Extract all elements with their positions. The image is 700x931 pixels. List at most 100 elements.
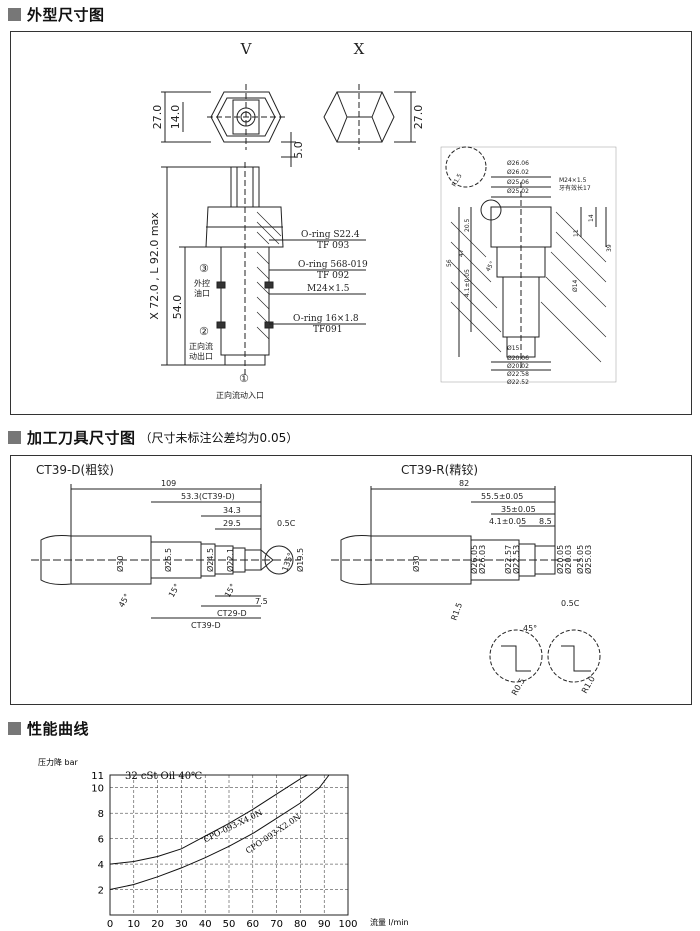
section-tool-header: 加工刀具尺寸图 （尺寸未标注公差均为0.05） <box>8 427 298 448</box>
oring-1-label: O-ring S22.4 <box>301 230 360 240</box>
outline-drawing-panel: V X 27.0 14.0 27.0 5.0 X 72.0 , L 92.0 m… <box>10 31 692 415</box>
view-x-label: X <box>354 40 365 58</box>
cavity-thread: M24×1.5 <box>559 177 587 184</box>
ld-o245: Ø24.5 <box>205 548 215 572</box>
ld-o195: Ø19.5 <box>295 548 305 572</box>
dim-14: 14.0 <box>169 105 182 130</box>
cavity-d2: Ø26.02 <box>507 169 529 176</box>
chart-series <box>109 774 330 890</box>
chart-y-tick: 2 <box>98 886 104 897</box>
section-bullet-icon <box>8 431 21 444</box>
tf091-label: TF091 <box>313 325 342 335</box>
rd-82: 82 <box>459 479 469 488</box>
oring-2-label: O-ring 568-019 <box>298 260 368 270</box>
chart-series-line <box>109 774 330 890</box>
rd-41: 4.1±0.05 <box>489 517 526 526</box>
chart-xlabel: 流量 l/min <box>370 917 409 927</box>
rd-35: 35±0.05 <box>501 505 536 514</box>
rd-o2503: Ø25.03 <box>583 545 593 574</box>
dim-27-right: 27.0 <box>412 105 425 130</box>
section-perf-title: 性能曲线 <box>27 720 90 738</box>
section-bullet-icon <box>8 722 21 735</box>
ld-ct29: CT29-D <box>217 609 247 618</box>
cavity-h39: 39 <box>606 244 613 252</box>
tool-right-title: CT39-R(精铰) <box>401 462 478 477</box>
port-2-line2: 动出口 <box>189 351 213 361</box>
rd-o2605: Ø26.05 <box>469 545 479 574</box>
chart-y-tick: 10 <box>91 784 104 795</box>
ld-a45: 45° <box>117 592 132 609</box>
chart-y-tick: 11 <box>91 771 104 782</box>
cavity-h47: 47 <box>458 249 465 257</box>
ld-ct39: CT39-D <box>191 621 221 630</box>
rd-o2505: Ø25.05 <box>575 545 585 574</box>
port-3-number: ③ <box>199 262 209 275</box>
rd-o30: Ø30 <box>411 556 421 572</box>
rd-o2253: Ø22.53 <box>511 545 521 574</box>
ld-343: 34.3 <box>223 506 241 515</box>
chart-y-tick: 4 <box>98 860 104 871</box>
port-1-number: ① <box>239 372 249 385</box>
rd-o2003: Ø20.03 <box>563 545 573 574</box>
dim-length: X 72.0 , L 92.0 max <box>148 212 161 320</box>
cavity-h56: 56 <box>446 259 453 267</box>
section-outline-title: 外型尺寸图 <box>27 6 105 24</box>
ld-295: 29.5 <box>223 519 241 528</box>
port-3-line1: 外控 <box>194 278 210 288</box>
rd-r15: R1.5 <box>449 601 464 621</box>
tool-drawing: CT39-D(粗铰) CT39-R(精铰) 109 53.3(CT39-D) 3… <box>31 462 601 697</box>
chart-ylabel: 压力降 bar <box>38 757 79 767</box>
cavity-h11: 11 <box>573 229 580 237</box>
chart-x-tick: 40 <box>199 919 212 930</box>
chart-series-line <box>109 774 308 865</box>
port-1-label: 正向流动入口 <box>216 390 264 400</box>
chart-title: 32 cSt Oil 40℃ <box>125 771 202 782</box>
cavity-b4: Ø22.52 <box>507 379 529 386</box>
rd-o2257: Ø22.57 <box>503 545 513 574</box>
cavity-d3: Ø25.06 <box>507 179 529 186</box>
cavity-d1: Ø26.06 <box>507 160 529 167</box>
tool-drawing-panel: CT39-D(粗铰) CT39-R(精铰) 109 53.3(CT39-D) 3… <box>10 455 692 705</box>
rd-o2005: Ø20.05 <box>555 545 565 574</box>
chart-x-tick: 80 <box>294 919 307 930</box>
cavity-d15: Ø15 <box>507 345 520 352</box>
chart-x-tick: 50 <box>223 919 236 930</box>
rd-r05: R0.5 <box>510 677 527 697</box>
chart-x-tick: 60 <box>246 919 259 930</box>
dim-54: 54.0 <box>171 295 184 320</box>
cavity-h14: 14 <box>588 214 595 222</box>
section-outline-header: 外型尺寸图 <box>8 4 105 25</box>
rd-85: 8.5 <box>539 517 552 526</box>
rd-o2603: Ø26.03 <box>477 545 487 574</box>
tf093-label: TF 093 <box>317 241 350 251</box>
chart-x-tick: 70 <box>270 919 283 930</box>
cavity-b1: Ø20.06 <box>507 355 529 362</box>
cavity-thread-note: 牙有效长17 <box>559 184 591 192</box>
ld-533: 53.3(CT39-D) <box>181 492 235 501</box>
rd-r10: R1.0 <box>580 675 597 695</box>
tool-left-title: CT39-D(粗铰) <box>36 462 114 477</box>
ld-109: 109 <box>161 479 176 488</box>
section-tool-title: 加工刀具尺寸图 <box>27 429 136 447</box>
cavity-d4: Ø25.02 <box>507 188 529 195</box>
chart-grid <box>109 774 349 916</box>
cavity-b3: Ø22.58 <box>507 371 529 378</box>
port-3-line2: 油口 <box>194 288 210 298</box>
chart-x-tick: 10 <box>127 919 140 930</box>
chart-x-tick: 90 <box>318 919 331 930</box>
ld-75: 7.5 <box>255 597 268 606</box>
chart-x-tick: 100 <box>338 919 357 930</box>
port-2-line1: 正向流 <box>189 341 213 351</box>
dim-27-left: 27.0 <box>151 105 164 130</box>
ld-o255: Ø25.5 <box>163 548 173 572</box>
ld-o30: Ø30 <box>115 556 125 572</box>
port-2-number: ② <box>199 325 209 338</box>
chart-x-tick: 0 <box>107 919 113 930</box>
chart-y-tick: 8 <box>98 809 104 820</box>
chart-y-tick: 6 <box>98 835 104 846</box>
rd-a45: 45° <box>523 624 537 633</box>
chart-x-tick: 20 <box>151 919 164 930</box>
